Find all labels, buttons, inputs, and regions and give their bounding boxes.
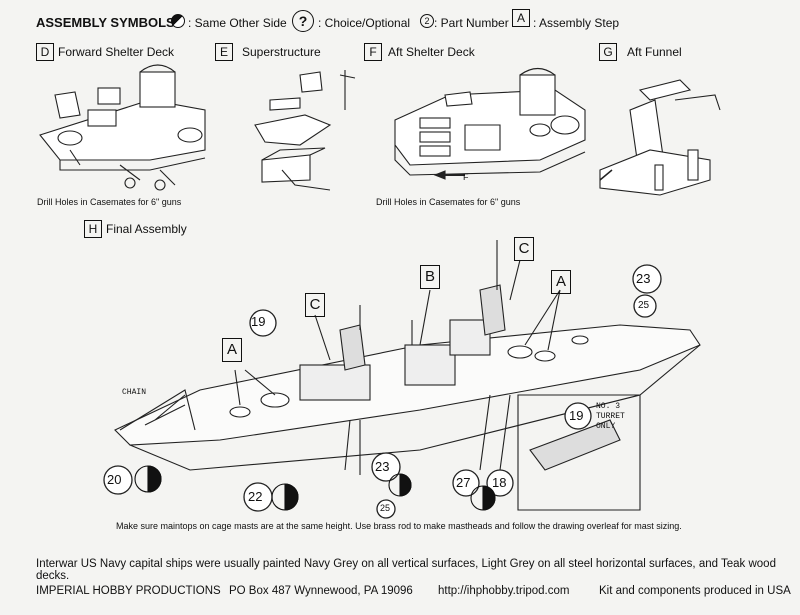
made-in-note: Kit and components produced in USA (599, 585, 791, 597)
drill-note-left: Drill Holes in Casemates for 6" guns (37, 197, 182, 207)
legend-part-number: : Part Number (434, 16, 509, 30)
legend-title: ASSEMBLY SYMBOLS (36, 15, 175, 30)
step-e-box: E (215, 43, 233, 61)
step-f-label: Aft Shelter Deck (388, 45, 475, 59)
final-step-b: B (420, 265, 440, 289)
legend-choice-optional: : Choice/Optional (318, 16, 411, 30)
final-step-a-left: A (222, 338, 242, 362)
step-g-box: G (599, 43, 617, 61)
half-circle-icon (171, 14, 185, 28)
forward-arrow-label: F (463, 172, 469, 182)
step-d-box: D (36, 43, 54, 61)
part-19-inset-label: 19 (569, 408, 584, 423)
part-25-top-label: 25 (638, 300, 650, 311)
forward-shelter-deck-drawing (39, 64, 206, 191)
question-circle-icon: ? (292, 10, 314, 32)
aft-funnel-drawing (599, 79, 721, 196)
step-g-label: Aft Funnel (627, 45, 682, 59)
final-step-c-left: C (305, 293, 325, 317)
part-23-label: 23 (375, 459, 390, 474)
part-25-label: 25 (380, 503, 391, 513)
step-e-label: Superstructure (242, 45, 321, 59)
part-callout-circles (103, 264, 662, 519)
legend-same-other-side: : Same Other Side (188, 16, 287, 30)
part-23-top-label: 23 (636, 271, 651, 286)
final-step-a-right: A (551, 270, 571, 294)
part-number-icon: 2 (420, 14, 434, 28)
step-d-label: Forward Shelter Deck (58, 45, 175, 59)
step-box-icon: A (512, 9, 530, 27)
superstructure-drawing (254, 70, 356, 191)
aft-shelter-deck-drawing (394, 67, 586, 180)
company-name: IMPERIAL HOBBY PRODUCTIONS (36, 585, 221, 597)
drill-note-right: Drill Holes in Casemates for 6" guns (376, 197, 521, 207)
company-address: PO Box 487 Wynnewood, PA 19096 (229, 585, 413, 597)
company-url: http://ihphobby.tripod.com (438, 585, 570, 597)
part-22-label: 22 (248, 489, 263, 504)
step-h-box: H (84, 220, 102, 238)
step-f-box: F (364, 43, 382, 61)
paint-note: Interwar US Navy capital ships were usua… (36, 558, 776, 582)
part-18-label: 18 (492, 475, 507, 490)
legend-assembly-step: : Assembly Step (533, 16, 620, 30)
maintops-note: Make sure maintops on cage masts are at … (116, 521, 682, 531)
part-19-label: 19 (251, 314, 266, 329)
chain-label: CHAIN (122, 388, 147, 397)
half-circle-markers (134, 465, 496, 511)
part-27-label: 27 (456, 475, 471, 490)
part-20-label: 20 (107, 472, 122, 487)
turret-note: NO. 3 TURRET ONLY (596, 402, 625, 431)
final-step-c-right: C (514, 237, 534, 261)
step-h-label: Final Assembly (106, 222, 187, 236)
final-assembly-hull-drawing (114, 240, 701, 511)
